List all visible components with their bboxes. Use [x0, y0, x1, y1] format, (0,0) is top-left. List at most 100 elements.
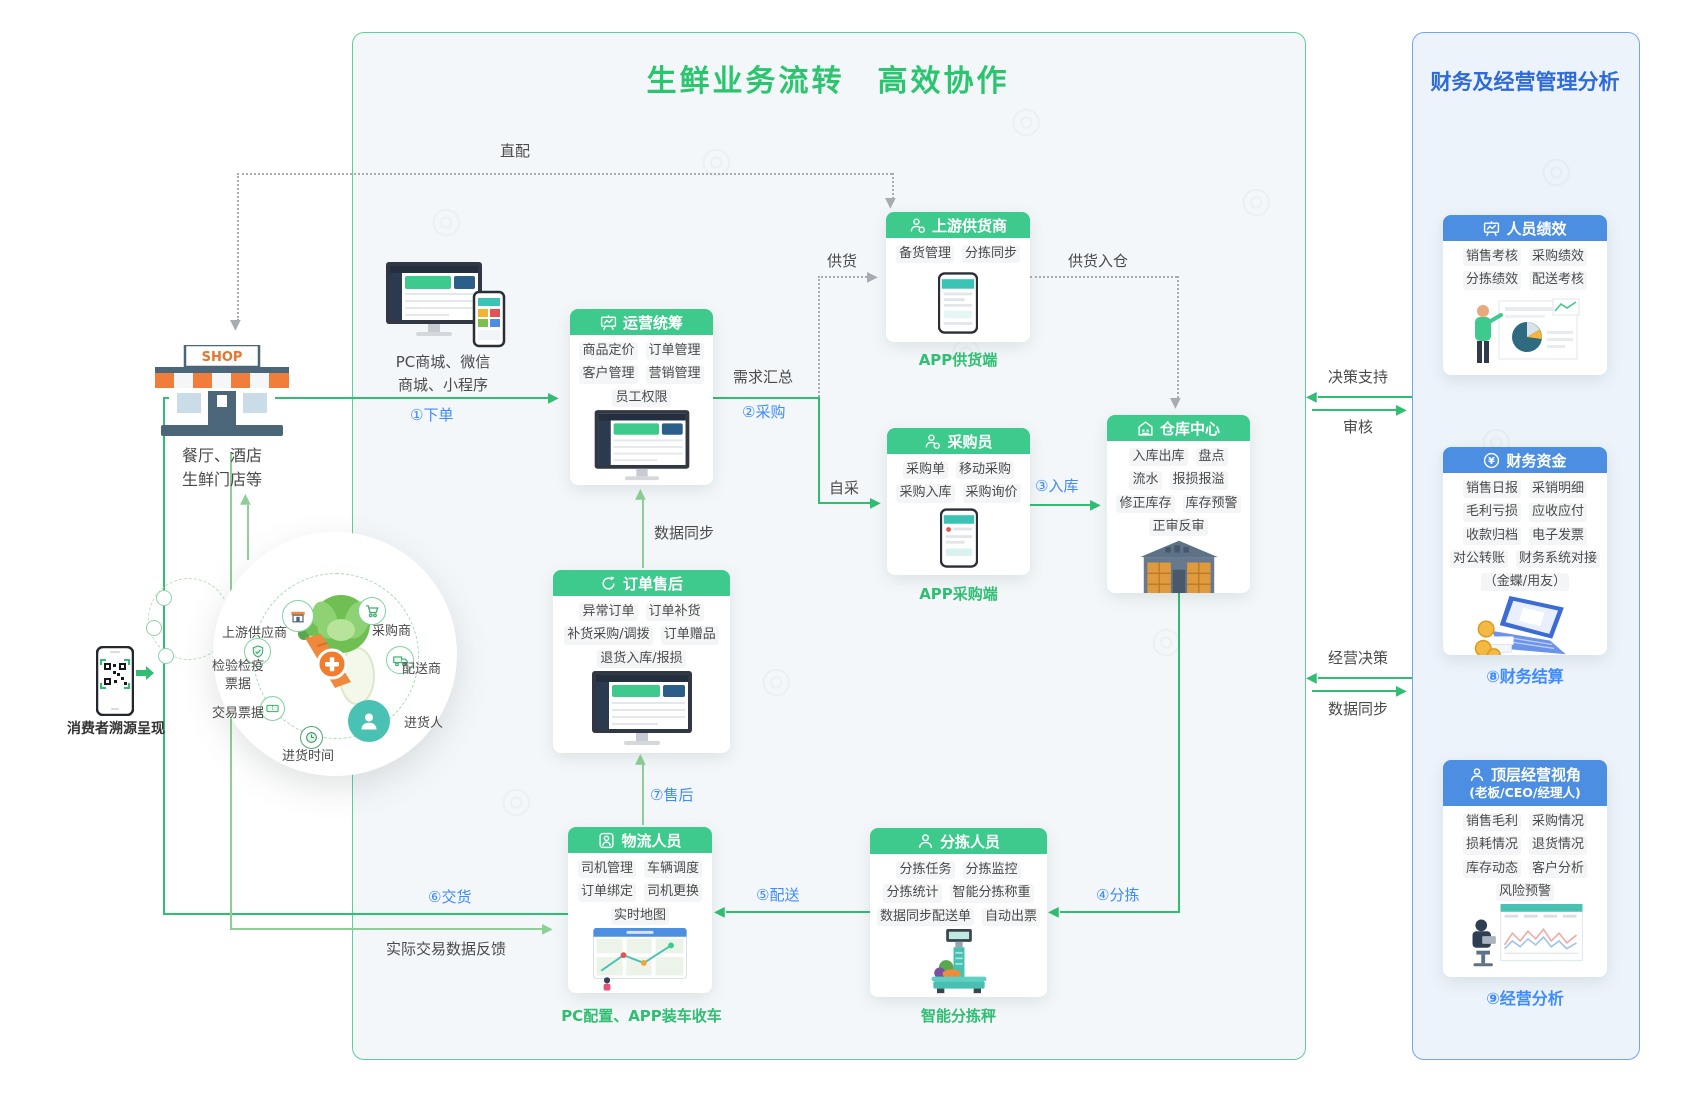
feature-item: （金蝶/用友）: [1480, 573, 1570, 592]
feature-item: 异常订单: [579, 603, 638, 622]
node-buyer: 采购员 采购单移动采购采购入库采购询价: [887, 428, 1030, 575]
arrowhead-right: ▶: [870, 495, 881, 511]
arrowhead-up: ▲: [635, 751, 646, 767]
arrowhead-down: ▼: [885, 195, 896, 211]
flow-line: [818, 276, 820, 397]
trace-phone-label: 消费者溯源呈现: [67, 721, 165, 737]
feature-item: 退货入库/报损: [597, 649, 686, 668]
flow-line: [1030, 276, 1177, 278]
feature-item: 采购情况: [1529, 813, 1588, 832]
node-title: 运营统筹: [622, 313, 683, 332]
warehouse-illustration: [1139, 540, 1218, 593]
flow-line: [230, 928, 546, 930]
node-subtitle: (老板/CEO/经理人): [1469, 784, 1581, 800]
shop-ring-icon: [282, 600, 314, 632]
pcmall-label-line2: 商城、小程序: [397, 376, 488, 394]
arrowhead-right: ▶: [542, 921, 553, 937]
node-supplier: 上游供货商 备货管理分拣同步: [886, 212, 1030, 342]
dispatch-map-illustration: [593, 927, 687, 991]
main-title: 生鲜业务流转 高效协作: [646, 64, 1010, 99]
feature-item: 财务系统对接: [1516, 549, 1601, 568]
arrowhead-up: ▲: [240, 491, 251, 507]
flow-line: [247, 505, 249, 560]
node-finance-header: ¥ 财务资金: [1443, 447, 1607, 473]
feature-item: 分拣任务: [896, 861, 955, 880]
arrowhead-up: ▲: [635, 486, 646, 502]
chart-board-icon: [600, 314, 617, 330]
node-items: 销售日报采销明细毛利亏损应收应付收款归档电子发票对公转账财务系统对接（金蝶/用友…: [1443, 473, 1607, 594]
node-operations-header: 运营统筹: [570, 309, 713, 335]
feature-item: 入库出库: [1129, 448, 1188, 467]
feature-item: 订单绑定: [577, 883, 636, 902]
flow-label-datasync: 数据同步: [654, 524, 715, 542]
trace-mini-node: [156, 590, 172, 606]
finance-panel-title: 财务及经营管理分析: [1430, 70, 1620, 94]
flow-line: [237, 173, 892, 175]
feature-item: 订单赠品: [660, 626, 719, 645]
flow-line: [1060, 911, 1180, 913]
store-label-line2: 生鲜门店等: [181, 470, 262, 489]
feature-item: 盘点: [1195, 448, 1228, 467]
node-logistics-header: 物流人员: [568, 827, 712, 853]
feature-item: 采购绩效: [1529, 248, 1588, 267]
feature-item: 商品定价: [579, 342, 638, 361]
feature-item: 采购询价: [962, 484, 1021, 503]
feature-item: 自动出票: [982, 907, 1041, 926]
arrowhead-down: ▼: [230, 317, 241, 333]
node-supplier-header: 上游供货商: [886, 212, 1030, 238]
feature-item: 销售日报: [1462, 480, 1521, 499]
node-title: 人员绩效: [1506, 219, 1567, 238]
flow-line: [818, 397, 820, 504]
feature-item: 库存动态: [1462, 859, 1521, 878]
node-items: 销售毛利采购情况损耗情况退货情况库存动态客户分析风险预警: [1443, 806, 1607, 904]
arrowhead-left: ◀: [714, 904, 725, 920]
flow-label-inbound: ③入库: [1035, 477, 1079, 495]
feature-item: 车辆调度: [644, 860, 703, 879]
link-label-sync: 数据同步: [1327, 700, 1388, 718]
feature-item: 移动采购: [956, 461, 1015, 480]
node-title: 物流人员: [621, 831, 682, 850]
flow-line: [1312, 690, 1400, 692]
feature-item: 销售考核: [1462, 248, 1521, 267]
feature-item: 销售毛利: [1462, 813, 1521, 832]
node-items: 司机管理车辆调度订单绑定司机更换实时地图: [568, 853, 712, 928]
flow-label-feedback: 实际交易数据反馈: [386, 940, 507, 958]
arrowhead-left: ◀: [1306, 389, 1317, 405]
feature-item: 毛利亏损: [1462, 503, 1521, 522]
feature-item: 采购单: [902, 461, 948, 480]
flow-line: [163, 397, 553, 399]
trace-mini-node: [158, 648, 174, 664]
feature-item: 营销管理: [645, 365, 704, 384]
flow-label-supply-warehouse: 供货入仓: [1068, 252, 1129, 270]
flow-line: [1030, 504, 1094, 506]
node-aftersale-header: 订单售后: [553, 570, 730, 596]
trace-label-ticket: 交易票据: [212, 706, 265, 721]
aftersale-refresh-icon: [602, 575, 615, 590]
person-icon: [1470, 768, 1484, 782]
flow-label-purchase: ②采购: [742, 403, 786, 421]
node-logistics: 物流人员 司机管理车辆调度订单绑定司机更换实时地图: [568, 827, 712, 993]
node-items: 入库出库盘点流水报损报溢修正库存库存预警正审反审: [1107, 441, 1250, 539]
flow-label-supply: 供货: [827, 252, 858, 270]
node-title: 顶层经营视角: [1490, 765, 1581, 784]
flow-line: [818, 502, 874, 504]
node-performance: 人员绩效 销售考核采购绩效分拣绩效配送考核: [1443, 215, 1607, 375]
trace-label-inspection-1: 检验检疫: [211, 659, 264, 674]
arrowhead-left: ◀: [1048, 904, 1059, 920]
feature-item: 客户分析: [1529, 859, 1588, 878]
feature-item: 分拣绩效: [1462, 271, 1521, 290]
person-circle-icon: [926, 434, 941, 449]
node-items: 销售考核采购绩效分拣绩效配送考核: [1443, 241, 1607, 293]
flow-line: [163, 913, 568, 915]
feature-item: 退货情况: [1529, 836, 1588, 855]
node-items: 采购单移动采购采购入库采购询价: [887, 454, 1030, 506]
cart-ring-icon: [358, 597, 386, 625]
feature-item: 分拣同步: [962, 245, 1021, 264]
feature-item: 司机更换: [644, 883, 703, 902]
feature-item: 订单补货: [645, 603, 704, 622]
trace-mini-node: [146, 620, 162, 636]
link-label-decision: 决策支持: [1327, 368, 1388, 386]
aftersale-monitor-illustration: [591, 670, 692, 745]
feature-item: 订单管理: [645, 342, 704, 361]
caption-sorting: 智能分拣秤: [920, 1007, 996, 1025]
